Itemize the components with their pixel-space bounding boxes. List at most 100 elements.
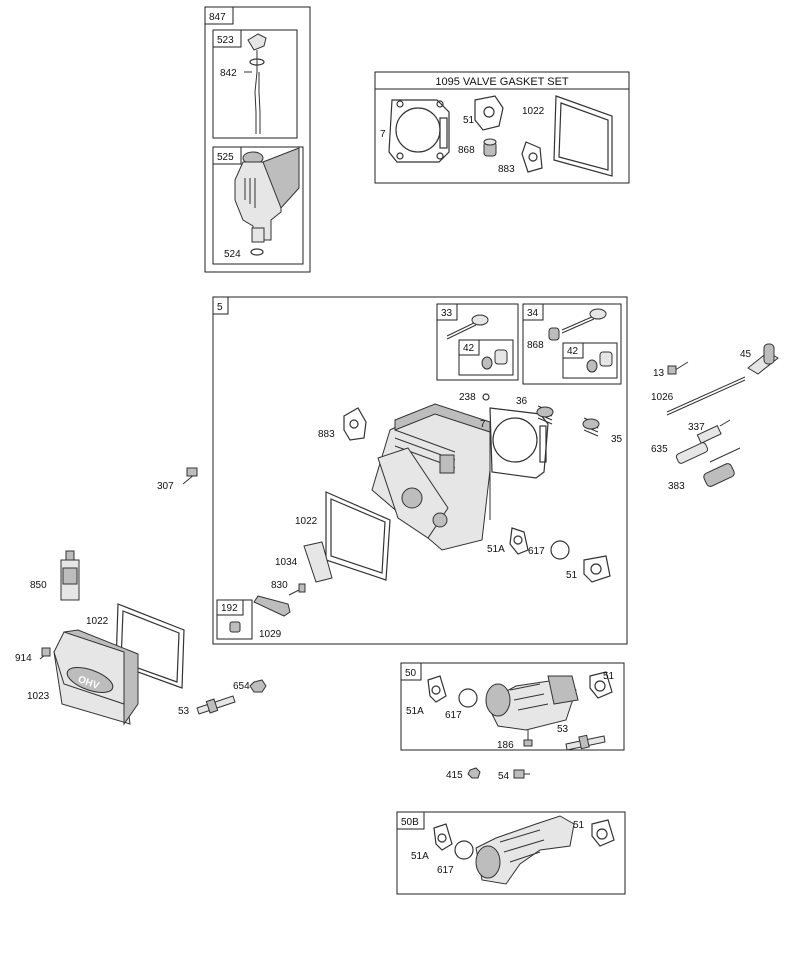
screw-914-part (39, 647, 51, 660)
breather-kit-tag: 192 (221, 603, 238, 614)
label-883-head: 883 (318, 429, 335, 440)
exhaust-valve-kit-tag: 33 (441, 308, 453, 319)
label-51A-head: 51A (487, 544, 505, 555)
label-53-50: 53 (557, 724, 569, 735)
label-1029: 1029 (259, 629, 282, 640)
label-7-head: 7 (480, 419, 486, 430)
cylinder-head-group: 5 33 42 34 868 42 (212, 296, 628, 645)
dipstick-part (244, 33, 267, 134)
manifold-50B-part (475, 815, 575, 885)
seal-b-tag: 42 (567, 346, 579, 357)
left-loose-parts: 307 850 1022 914 OHV 1023 53 654 (15, 467, 267, 726)
label-51A-50: 51A (406, 706, 424, 717)
o-ring-617-50-part (458, 688, 478, 708)
intake-manifold-50B-group: 50B 51A 617 51 (396, 811, 626, 895)
intake-valve-kit-tag: 34 (527, 308, 539, 319)
screw-830-part (288, 583, 306, 596)
breather-valve-part (229, 621, 241, 633)
gasket-883-part (521, 141, 543, 173)
intake-manifold-b-tag: 50B (401, 817, 419, 828)
gasket-51-50-part (589, 671, 613, 699)
rocker-arm-45-part (747, 343, 779, 375)
label-36: 36 (516, 396, 528, 407)
valve-gasket-set-title: 1095 VALVE GASKET SET (435, 76, 569, 88)
valve-keeper-a-part (481, 349, 508, 370)
spark-plug-tool-383-part (703, 447, 741, 487)
valve-spring-35-part (582, 417, 600, 437)
label-51A-50B: 51A (411, 851, 429, 862)
gasket-883-head-part (343, 407, 367, 441)
label-842: 842 (220, 68, 237, 79)
label-337: 337 (688, 422, 705, 433)
dipstick-tube-part (234, 147, 300, 256)
screw-54-part (513, 769, 530, 779)
label-1026: 1026 (651, 392, 674, 403)
valve-keeper-b-part (586, 351, 613, 373)
cylinder-head-part (371, 403, 491, 551)
gasket-51A-50B-part (433, 823, 453, 851)
label-617-50: 617 (445, 710, 462, 721)
intake-valve-part (548, 308, 607, 341)
label-13: 13 (653, 368, 665, 379)
head-gasket-part (388, 99, 450, 163)
nut-654-part (249, 679, 267, 693)
spark-plug-337-part (696, 419, 731, 444)
label-1022-cover: 1022 (86, 616, 109, 627)
cover-gasket-1022-part (115, 603, 185, 689)
label-35: 35 (611, 434, 623, 445)
label-635: 635 (651, 444, 668, 455)
label-1034: 1034 (275, 557, 298, 568)
valve-spring-36-part (536, 405, 554, 425)
stud-53-cover-part (196, 695, 236, 715)
breather-plate-part (303, 541, 333, 583)
screw-13-part (667, 361, 689, 375)
label-383: 383 (668, 481, 685, 492)
label-914: 914 (15, 653, 32, 664)
label-7-set: 7 (380, 129, 386, 140)
rocker-cover-1023-part: OHV (53, 629, 139, 726)
dipstick-tag: 523 (217, 35, 234, 46)
label-307: 307 (157, 481, 174, 492)
label-1023: 1023 (27, 691, 50, 702)
valve-train-loose-parts: 13 45 1026 337 635 383 (651, 343, 779, 492)
label-415: 415 (446, 770, 463, 781)
gasket-51-50B-part (591, 819, 615, 847)
label-883-set: 883 (498, 164, 515, 175)
exhaust-valve-part (446, 314, 489, 340)
dipstick-kit-tag: 847 (209, 12, 226, 23)
label-51-set: 51 (463, 115, 475, 126)
label-186: 186 (497, 740, 514, 751)
dipstick-kit-group: 847 523 842 525 524 (204, 6, 311, 273)
label-51-50: 51 (603, 671, 615, 682)
gasket-51-head-part (583, 555, 611, 583)
screw-186-part (523, 730, 533, 747)
gasket-51-part (474, 95, 504, 131)
label-830: 830 (271, 580, 288, 591)
push-rod-1026-part (666, 376, 746, 413)
label-1022-head: 1022 (295, 516, 318, 527)
label-850: 850 (30, 580, 47, 591)
label-51-50B: 51 (573, 820, 585, 831)
stud-53-50-part (565, 734, 606, 751)
manifold-50-part (485, 675, 579, 731)
o-ring-617-50B-part (454, 840, 474, 860)
gasket-51A-50-part (427, 675, 447, 703)
label-524: 524 (224, 249, 241, 260)
tappet-635-part (675, 442, 709, 464)
gasket-51A-head-part (509, 527, 529, 555)
label-1022-set: 1022 (522, 106, 545, 117)
rocker-gasket-head-part (325, 491, 391, 581)
label-53-cover: 53 (178, 706, 190, 717)
label-868-head: 868 (527, 340, 544, 351)
cylinder-head-tag: 5 (217, 302, 223, 313)
dipstick-tube-tag: 525 (217, 152, 234, 163)
label-238: 238 (459, 392, 476, 403)
pin-238-part (482, 393, 490, 401)
intake-manifold-a-tag: 50 (405, 668, 417, 679)
label-868-set: 868 (458, 145, 475, 156)
breather-baffle-part (253, 595, 291, 617)
label-617-50B: 617 (437, 865, 454, 876)
label-617-head: 617 (528, 546, 545, 557)
manifold-fasteners: 415 54 (446, 767, 530, 782)
